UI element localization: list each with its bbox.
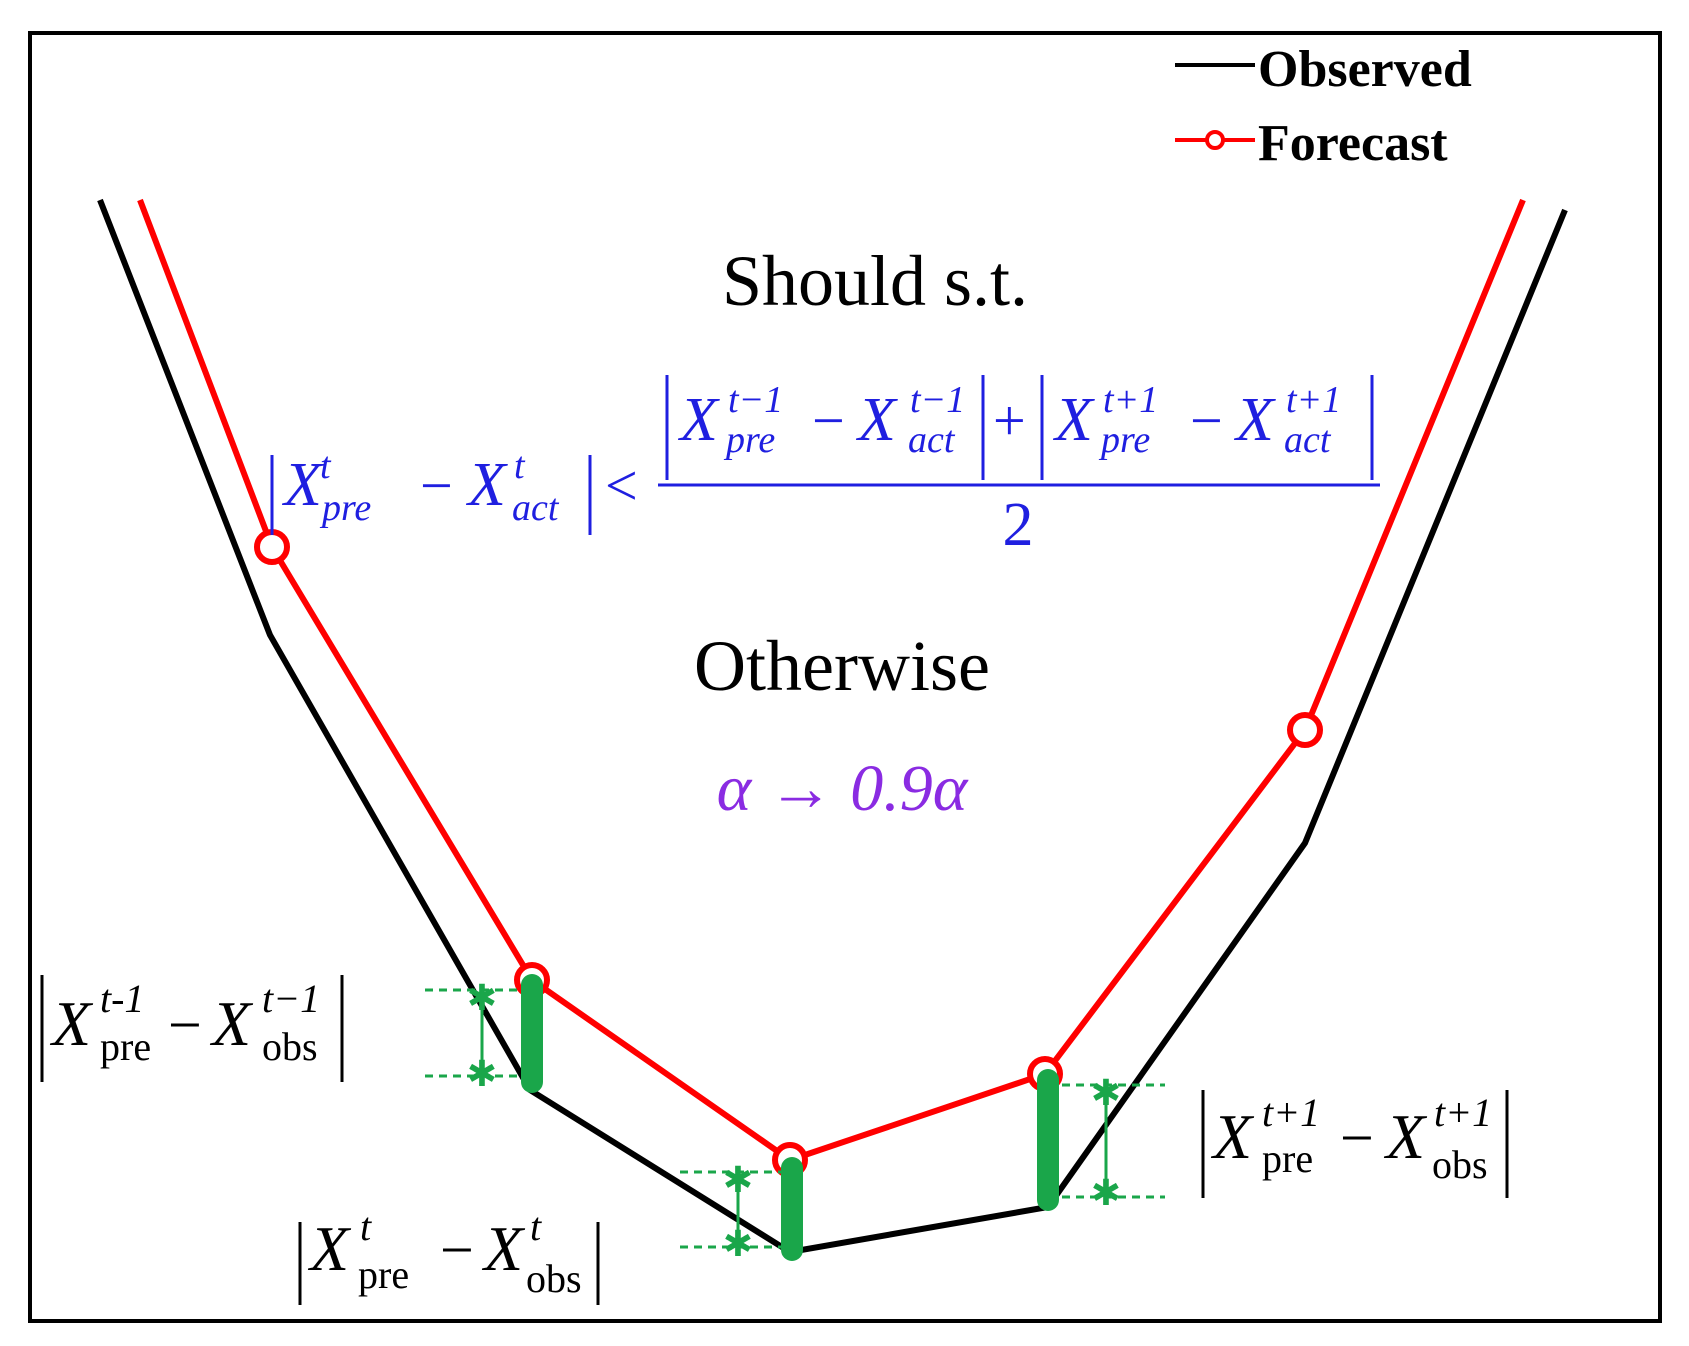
formula-sup: t−1: [728, 379, 783, 421]
legend-observed-label: Observed: [1258, 41, 1472, 98]
annotation-sub: obs: [262, 1024, 318, 1069]
annotation-x: X: [49, 988, 94, 1059]
should-label: Should s.t.: [722, 241, 1028, 321]
formula-minus: −: [1190, 388, 1223, 453]
annotation-x: X: [1383, 1101, 1428, 1172]
error-bar-left: ✱ ✱: [425, 974, 543, 1094]
annotation-right-error: X t+1 pre − X t+1 obs: [1201, 1090, 1509, 1198]
annotation-sup: t: [530, 1204, 542, 1249]
formula-x: X: [855, 386, 898, 454]
formula-minus: −: [812, 388, 845, 453]
arrow-head-glyph: ✱: [723, 1224, 753, 1264]
formula-sub: act: [908, 419, 956, 461]
annotation-left-error: X t-1 pre − X t−1 obs: [40, 975, 344, 1082]
formula-sup: t+1: [1286, 379, 1341, 421]
formula-x: X: [1233, 386, 1276, 454]
arrow-head-glyph: ✱: [723, 1160, 753, 1200]
formula-sub: act: [512, 487, 560, 529]
formula-sup: t: [320, 445, 332, 487]
formula-x: X: [465, 451, 508, 519]
annotation-sub: pre: [358, 1252, 409, 1297]
arrow-head-glyph: ✱: [1091, 1073, 1121, 1113]
formula-less-than: <: [605, 453, 638, 518]
annotation-middle-error: X t pre − X t obs: [298, 1204, 600, 1305]
formula-x: X: [281, 451, 324, 519]
annotation-sup: t−1: [262, 976, 320, 1021]
otherwise-label: Otherwise: [694, 626, 990, 706]
annotation-sub: pre: [1262, 1136, 1313, 1181]
annotation-x: X: [481, 1213, 526, 1284]
annotation-x: X: [209, 988, 254, 1059]
formula-sup: t: [514, 445, 526, 487]
figure-frame: [28, 31, 1662, 1323]
error-bar-right: ✱ ✱: [1037, 1069, 1165, 1213]
alpha-update-rule: α → 0.9α: [717, 752, 969, 825]
formula-x: X: [1052, 386, 1095, 454]
legend-forecast-label: Forecast: [1258, 115, 1448, 172]
formula-plus: +: [993, 388, 1026, 453]
forecast-point: [254, 529, 290, 565]
formula-minus: −: [420, 453, 453, 518]
annotation-sup: t-1: [100, 976, 144, 1021]
formula-x: X: [677, 386, 720, 454]
annotation-sup: t: [360, 1204, 372, 1249]
formula-sub: pre: [723, 419, 775, 461]
annotation-sub: obs: [526, 1256, 582, 1301]
observed-series-line: [97, 198, 1568, 1256]
error-bar-middle: ✱ ✱: [680, 1157, 803, 1264]
annotation-sub: obs: [1432, 1142, 1488, 1187]
legend-forecast-marker: [1205, 130, 1225, 150]
formula-sub: act: [1284, 419, 1332, 461]
annotation-x: X: [307, 1213, 352, 1284]
annotation-minus: −: [440, 1217, 474, 1283]
annotation-x: X: [1210, 1101, 1255, 1172]
forecast-point: [1287, 712, 1323, 748]
formula-sup: t+1: [1103, 379, 1158, 421]
annotation-sup: t+1: [1262, 1090, 1320, 1135]
arrow-head-glyph: ✱: [1091, 1173, 1121, 1213]
formula-sub: pre: [319, 487, 371, 529]
annotation-minus: −: [168, 992, 202, 1058]
legend: Observed Forecast: [1175, 41, 1472, 172]
formula-denominator: 2: [1003, 491, 1034, 559]
arrow-head-glyph: ✱: [467, 978, 497, 1018]
annotation-minus: −: [1340, 1105, 1374, 1171]
formula-sub: pre: [1098, 419, 1150, 461]
annotation-sup: t+1: [1434, 1090, 1492, 1135]
formula-sup: t−1: [910, 379, 965, 421]
annotation-sub: pre: [100, 1024, 151, 1069]
arrow-head-glyph: ✱: [467, 1054, 497, 1094]
condition-formula: X t pre − X t act < X t−1 pre − X t−1 ac…: [270, 375, 1380, 559]
